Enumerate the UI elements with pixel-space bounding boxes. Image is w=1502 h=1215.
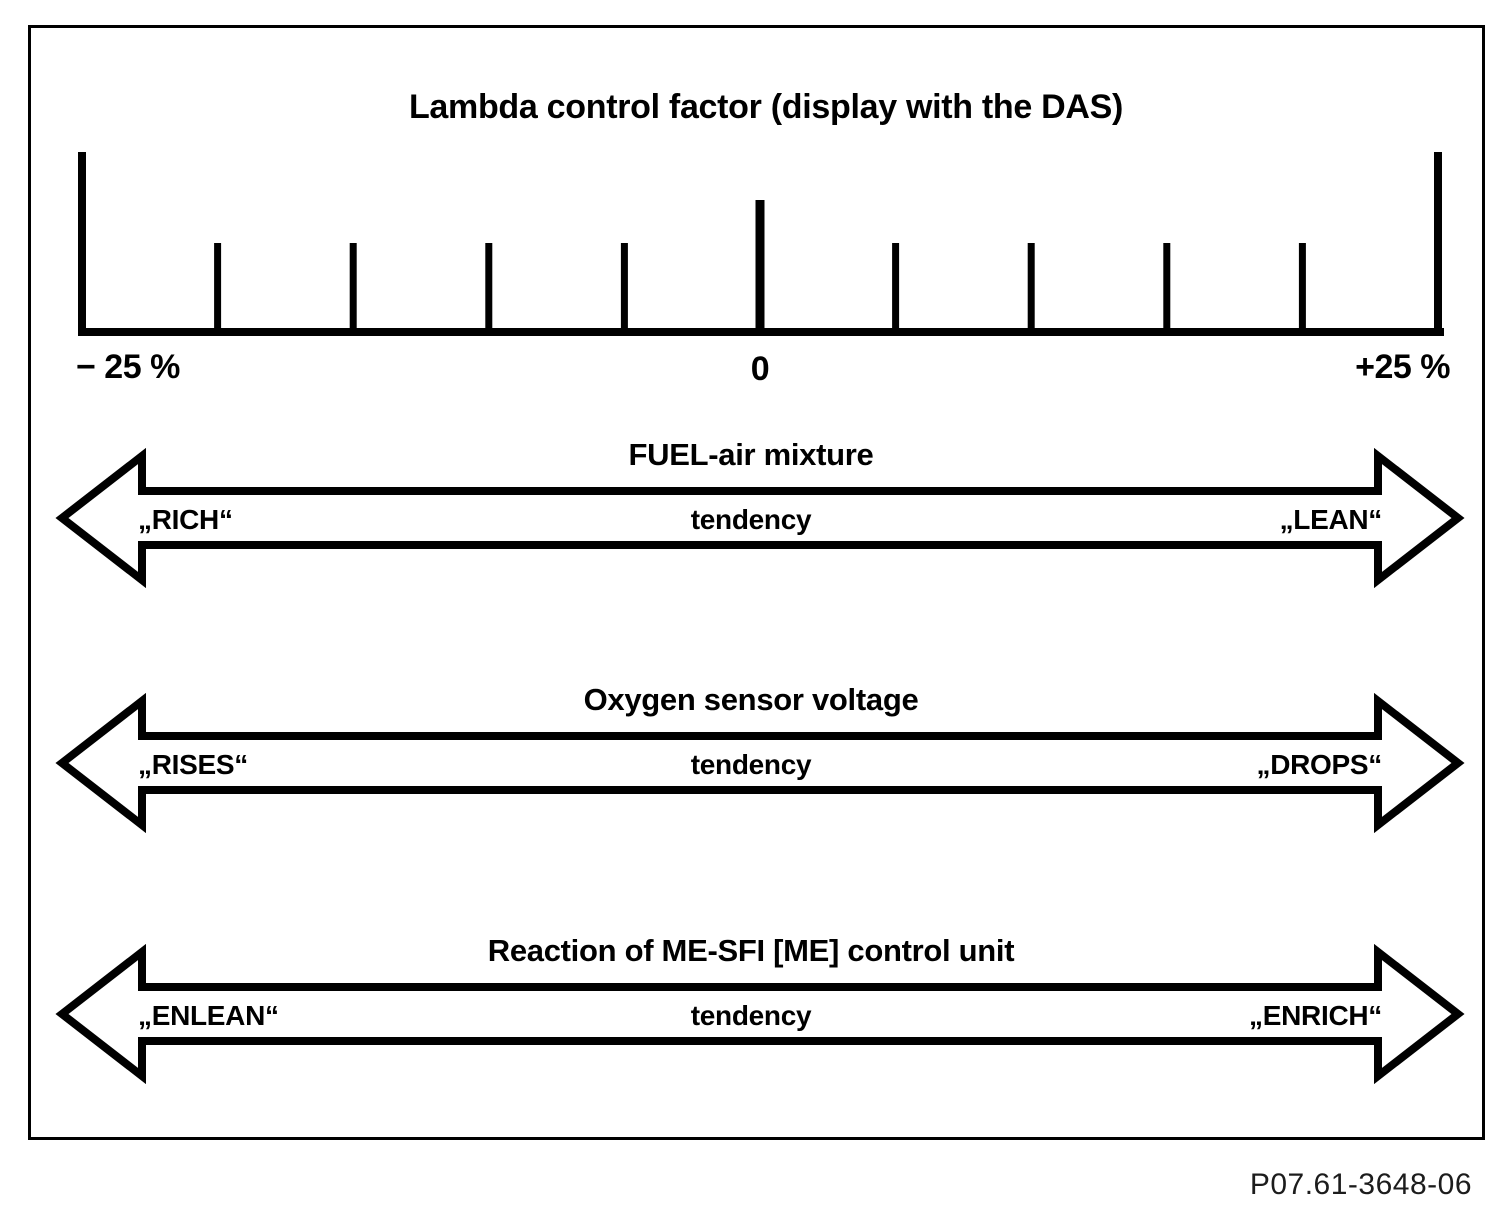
- scale-tick: [214, 243, 222, 336]
- scale-tick: [620, 243, 628, 336]
- double-headed-arrow: [55, 944, 1465, 1084]
- scale-ticks: [78, 152, 1442, 336]
- scale-tick: [1163, 243, 1171, 336]
- scale-tick: [1298, 243, 1306, 336]
- scale-label-plus25: +25 %: [1355, 348, 1450, 386]
- scale-tick: [349, 243, 357, 336]
- tendency-arrow-svg: [55, 448, 1465, 588]
- tendency-arrow-svg: [55, 944, 1465, 1084]
- diagram-frame: [28, 25, 1485, 1140]
- tendency-row: FUEL-air mixture „RICH“ tendency „LEAN“: [0, 437, 1502, 589]
- row-label-tendency: tendency: [690, 749, 812, 780]
- scale-label-zero: 0: [750, 350, 770, 388]
- row-label-right: „DROPS“: [1256, 749, 1383, 780]
- figure-reference-number: P07.61-3648-06: [1249, 1168, 1472, 1201]
- row-label-tendency: tendency: [690, 504, 812, 535]
- row-label-tendency: tendency: [690, 1000, 812, 1031]
- row-title: Oxygen sensor voltage: [583, 682, 919, 717]
- row-label-right: „LEAN“: [1279, 504, 1383, 535]
- lambda-scale: [78, 152, 1444, 336]
- row-label-left: „ENLEAN“: [138, 1000, 279, 1031]
- double-headed-arrow: [55, 693, 1465, 833]
- tendency-arrow-svg: [55, 693, 1465, 833]
- tendency-row: Reaction of ME-SFI [ME] control unit „EN…: [0, 933, 1502, 1085]
- double-headed-arrow: [55, 448, 1465, 588]
- diagram-title: Lambda control factor (display with the …: [408, 88, 1124, 126]
- scale-tick: [1027, 243, 1035, 336]
- scale-tick: [485, 243, 493, 336]
- scale-label-minus25: − 25 %: [76, 348, 180, 386]
- scale-tick-zero: [755, 200, 765, 336]
- row-label-left: „RISES“: [138, 749, 248, 780]
- tendency-row: Oxygen sensor voltage „RISES“ tendency „…: [0, 682, 1502, 834]
- row-title: FUEL-air mixture: [628, 437, 874, 472]
- row-label-left: „RICH“: [138, 504, 233, 535]
- row-title: Reaction of ME-SFI [ME] control unit: [487, 933, 1015, 968]
- scale-tick: [892, 243, 900, 336]
- scale-tick: [1434, 152, 1442, 336]
- scale-tick: [78, 152, 86, 336]
- row-label-right: „ENRICH“: [1249, 1000, 1382, 1031]
